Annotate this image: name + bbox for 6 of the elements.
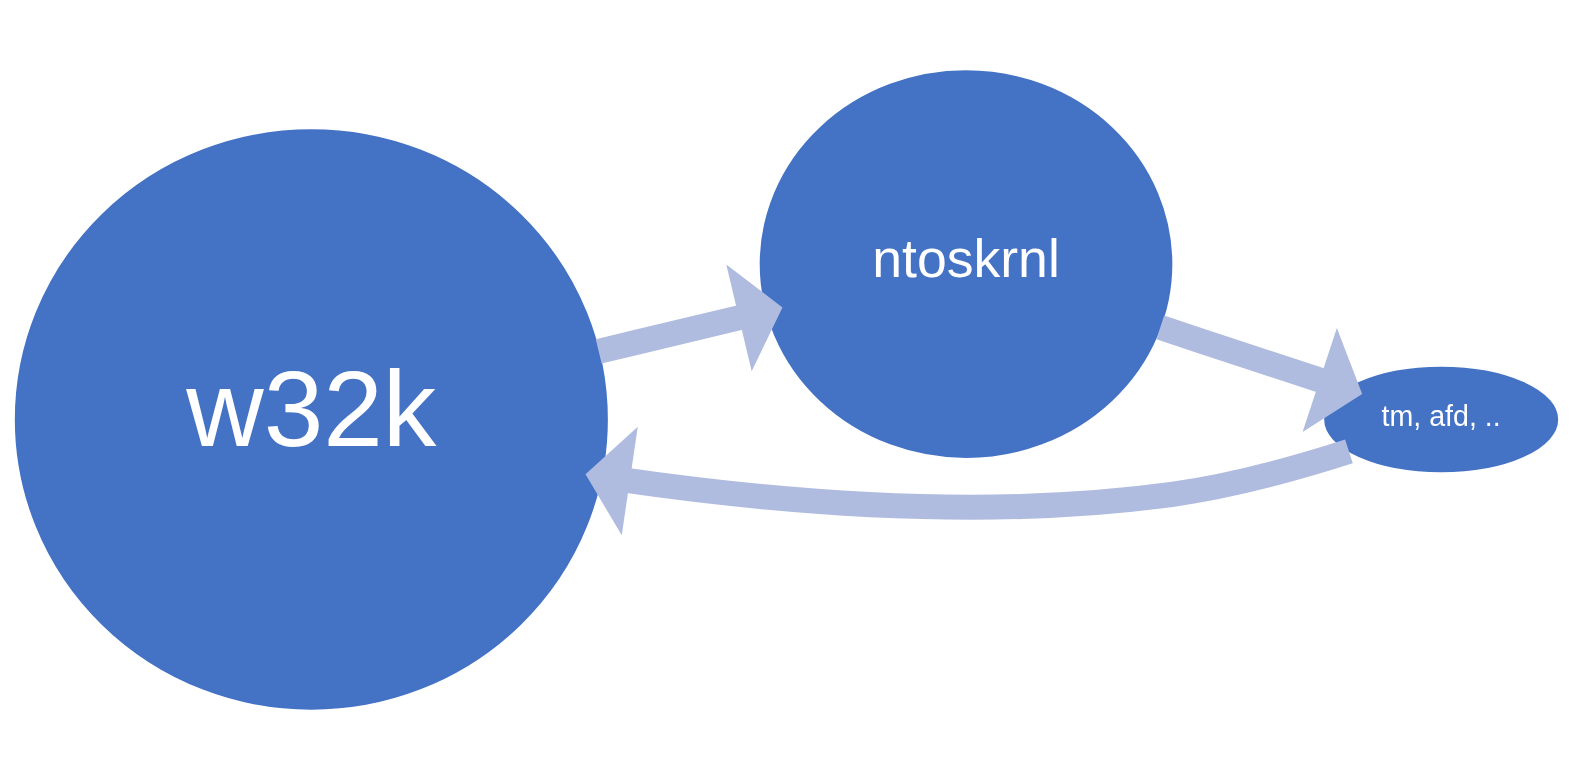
arrow: [595, 264, 783, 371]
node-circle: w32k: [14, 128, 608, 710]
arrow: [1156, 315, 1363, 432]
node-ellipse: tm, afd, ..: [1324, 366, 1559, 472]
node-circle: ntoskrnl: [759, 69, 1173, 458]
arrow: [585, 426, 1353, 535]
